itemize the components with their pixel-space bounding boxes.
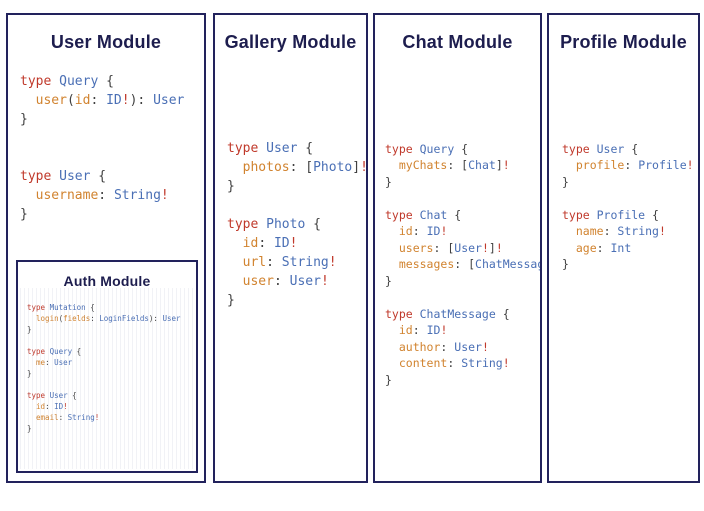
code-line: photos: [Photo]! [242,159,368,175]
card-title-user-module: User Module [50,32,162,52]
code-line: } [27,423,32,433]
code-line [562,190,698,207]
code-line: type Profile { [562,207,659,222]
code-line: } [227,292,235,308]
code-line: id: ID! [398,224,448,239]
card-title-profile-module: Profile Module [560,32,687,52]
code-line [227,196,366,215]
code-line: } [562,257,569,272]
code-line: user(id: ID!): User [35,92,185,108]
code-line [27,379,196,390]
card-user-module[interactable]: User Module type Query { user(id: ID!): … [6,13,206,483]
card-title-chat-module: Chat Module [402,32,513,52]
code-line: type User { [227,140,314,156]
card-gallery-module[interactable]: Gallery Module type User { photos: [Phot… [213,13,368,483]
code-block-profile-module: type User { profile: Profile!} type Prof… [562,141,698,273]
code-line: type User { [20,168,107,184]
code-line: } [385,174,392,189]
code-line [20,148,204,167]
code-line: me: User [36,357,73,367]
code-line: id: ID! [398,323,448,338]
code-line: } [20,206,28,222]
code-block-chat-module: type Query { myChats: [Chat]!} type Chat… [385,141,540,389]
code-line: type User { [27,390,77,400]
code-line: content: String! [398,356,510,371]
code-line: type ChatMessage { [385,306,510,321]
code-line [20,129,204,148]
code-line: login(fields: LoginFields): User [36,313,181,323]
code-line: } [27,368,32,378]
code-line: } [385,273,392,288]
code-line: id: ID! [36,401,68,411]
code-line: } [385,372,392,387]
card-title-auth-module: Auth Module [63,273,151,289]
code-line: name: String! [575,224,666,239]
code-line: url: String! [242,254,337,270]
code-line: username: String! [35,187,169,203]
card-profile-module[interactable]: Profile Module type User { profile: Prof… [547,13,700,483]
code-line: type Chat { [385,207,462,222]
code-line: type Query { [385,141,469,156]
code-line: } [20,111,28,127]
code-line: myChats: [Chat]! [398,158,510,173]
code-line: type Mutation { [27,302,95,312]
code-line [27,335,196,346]
code-block-gallery-module: type User { photos: [Photo]!} type Photo… [227,139,366,310]
code-line: type Photo { [227,216,321,232]
code-line: email: String! [36,412,100,422]
code-line: users: [User!]! [398,240,503,255]
code-line: author: User! [398,339,489,354]
code-line: } [27,324,32,334]
code-line: } [562,174,569,189]
card-auth-module[interactable]: Auth Module type Mutation { login(fields… [16,260,198,473]
code-line: type User { [562,141,639,156]
code-block-auth-module: type Mutation { login(fields: LoginField… [27,302,196,434]
code-line [385,190,540,207]
code-line: profile: Profile! [575,158,694,173]
code-line: age: Int [575,240,632,255]
code-line: type Query { [20,73,114,89]
code-line [385,289,540,306]
code-line: user: User! [242,273,329,289]
card-title-gallery-module: Gallery Module [224,32,357,52]
card-chat-module[interactable]: Chat Module type Query { myChats: [Chat]… [373,13,542,483]
code-block-user-module: type Query { user(id: ID!): User} type U… [20,72,204,224]
code-line: type Query { [27,346,82,356]
code-line: id: ID! [242,235,298,251]
code-line: messages: [ChatMessage]! [398,257,540,272]
code-line: } [227,178,235,194]
